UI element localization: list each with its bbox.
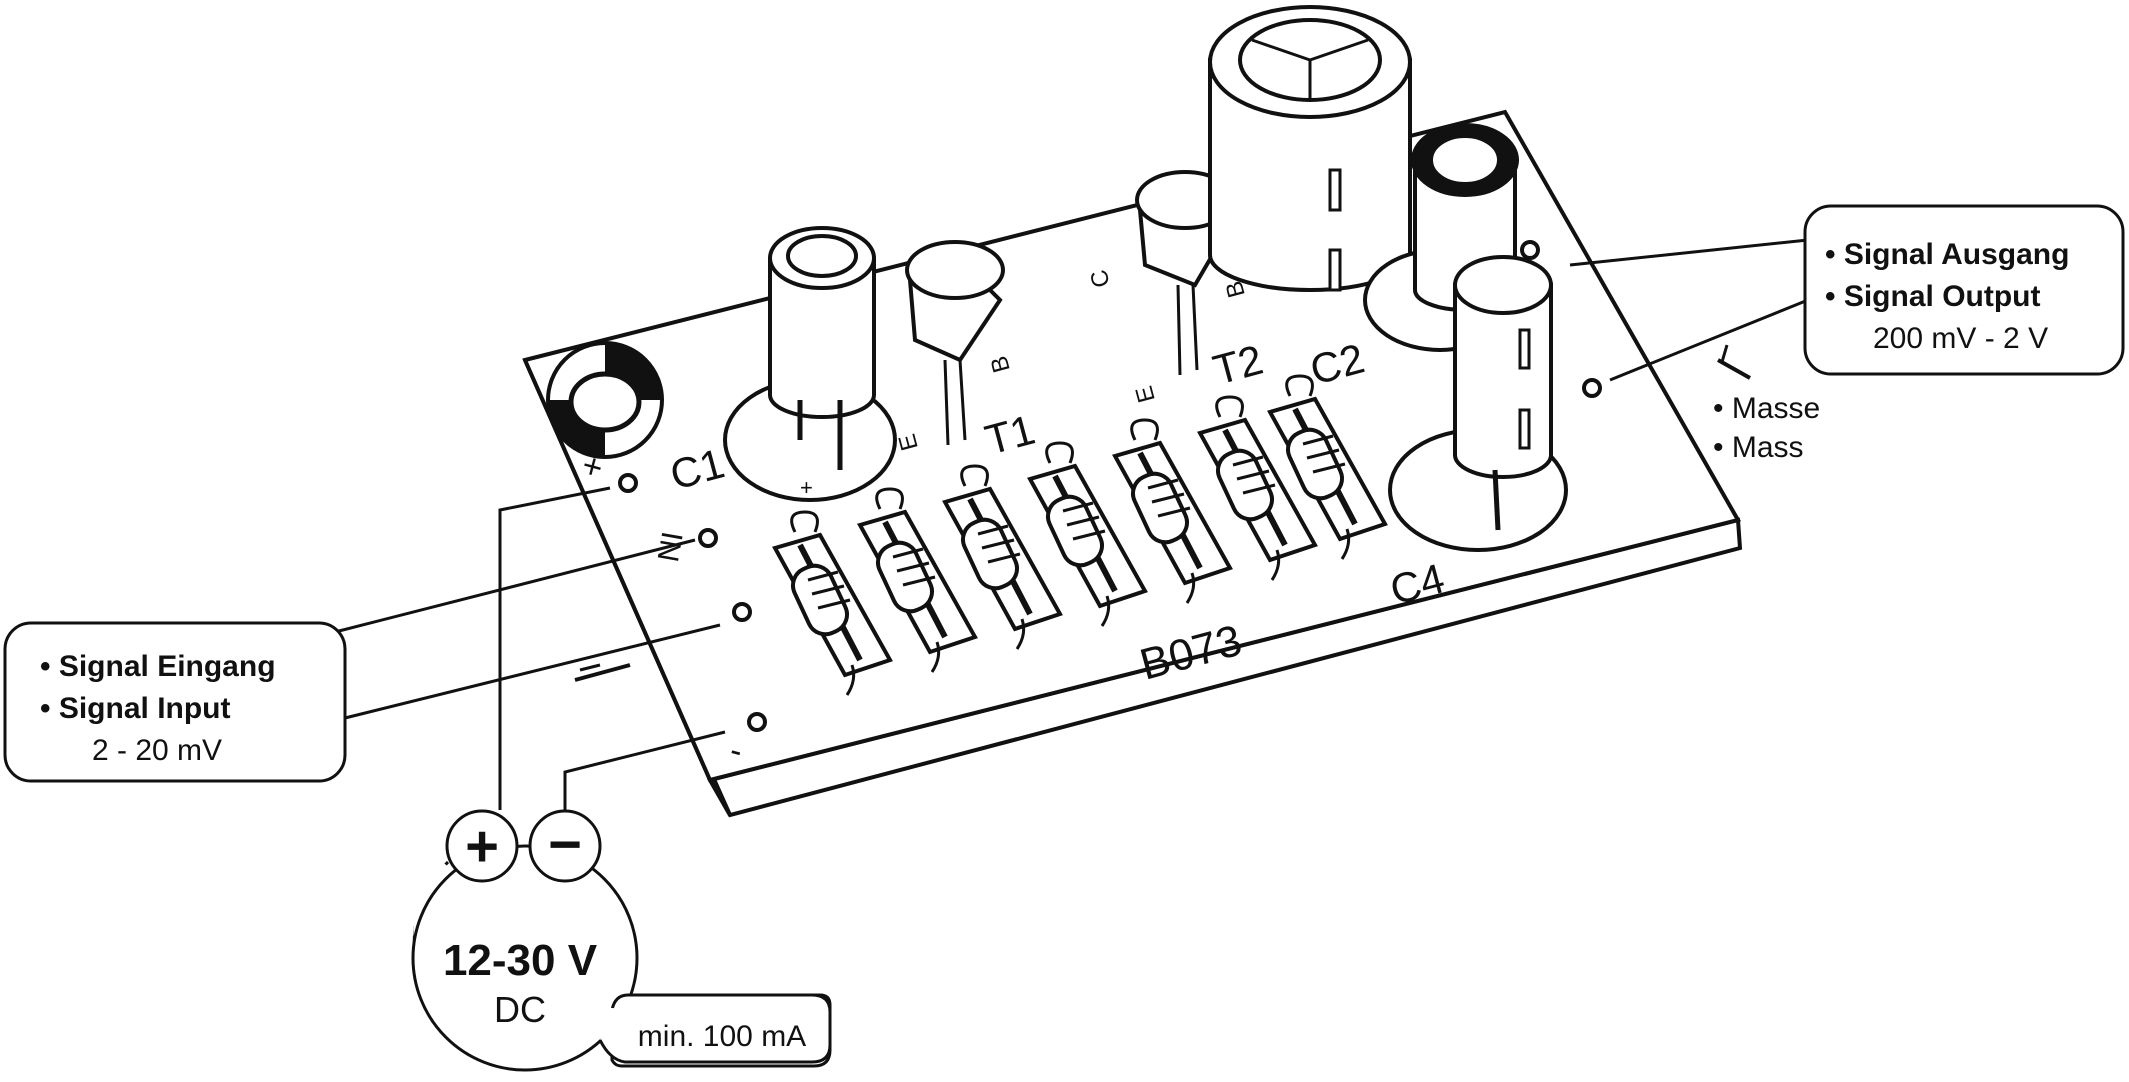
t1-pin-e: E bbox=[894, 431, 924, 453]
connection-wires bbox=[334, 238, 1809, 810]
output-callout-range: 200 mV - 2 V bbox=[1873, 322, 2048, 355]
capacitor-c4 bbox=[1388, 255, 1568, 552]
power-current: min. 100 mA bbox=[638, 1020, 806, 1053]
wire-supply-plus bbox=[498, 486, 611, 810]
input-callout-range: 2 - 20 mV bbox=[92, 734, 222, 767]
power-plus-symbol: + bbox=[465, 814, 499, 879]
power-type: DC bbox=[494, 989, 546, 1030]
output-callout-line1: • Signal Ausgang bbox=[1825, 238, 2069, 271]
resistor-r4 bbox=[1027, 441, 1148, 627]
capacitor-c1: + bbox=[723, 226, 897, 502]
resistor-r3 bbox=[942, 464, 1063, 650]
resistor-r5 bbox=[1112, 418, 1233, 604]
ground-symbol-output bbox=[1717, 344, 1751, 380]
input-callout-line1: • Signal Eingang bbox=[40, 650, 276, 683]
capacitor-large bbox=[1208, 5, 1412, 292]
resistor-r1 bbox=[772, 510, 893, 696]
resistor-r6 bbox=[1197, 395, 1318, 581]
ground-label: • Masse • Mass bbox=[1713, 392, 1820, 464]
t2-pin-c: C bbox=[1085, 267, 1116, 291]
resistor-r2 bbox=[857, 487, 978, 673]
t2-pin-b: B bbox=[1221, 278, 1251, 300]
c1-plus-mark: + bbox=[800, 475, 813, 500]
resistor-r7 bbox=[1267, 374, 1388, 560]
power-minus-symbol: − bbox=[548, 812, 582, 877]
ground-label-line1: • Masse bbox=[1713, 392, 1820, 425]
power-minus-terminal bbox=[528, 809, 602, 883]
wire-supply-minus bbox=[563, 730, 726, 810]
callout-signal-output: • Signal Ausgang • Signal Output 200 mV … bbox=[1803, 204, 2125, 376]
power-plus-terminal bbox=[445, 809, 519, 883]
mounting-hole bbox=[546, 341, 664, 459]
resistor-row bbox=[772, 374, 1388, 696]
wire-signal-out bbox=[1569, 238, 1809, 267]
t1-pin-b: B bbox=[986, 353, 1016, 375]
wire-signal-in bbox=[334, 538, 696, 634]
output-callout-line2: • Signal Output bbox=[1825, 280, 2040, 313]
connection-pads bbox=[618, 240, 1602, 732]
pcb-board: + IN - bbox=[522, 5, 1743, 818]
transistor-t1: E B bbox=[894, 240, 1016, 453]
callout-signal-input: • Signal Eingang • Signal Input 2 - 20 m… bbox=[3, 621, 347, 783]
wire-input-ground bbox=[344, 623, 721, 720]
input-callout-line2: • Signal Input bbox=[40, 692, 231, 725]
ground-symbol-board bbox=[574, 663, 631, 682]
wire-output-ground bbox=[1609, 298, 1809, 382]
power-supply: + − 12-30 V DC min. 100 mA bbox=[411, 809, 832, 1072]
ground-label-line2: • Mass bbox=[1713, 431, 1804, 464]
power-voltage: 12-30 V bbox=[443, 936, 598, 985]
t2-pin-e: E bbox=[1131, 383, 1161, 405]
